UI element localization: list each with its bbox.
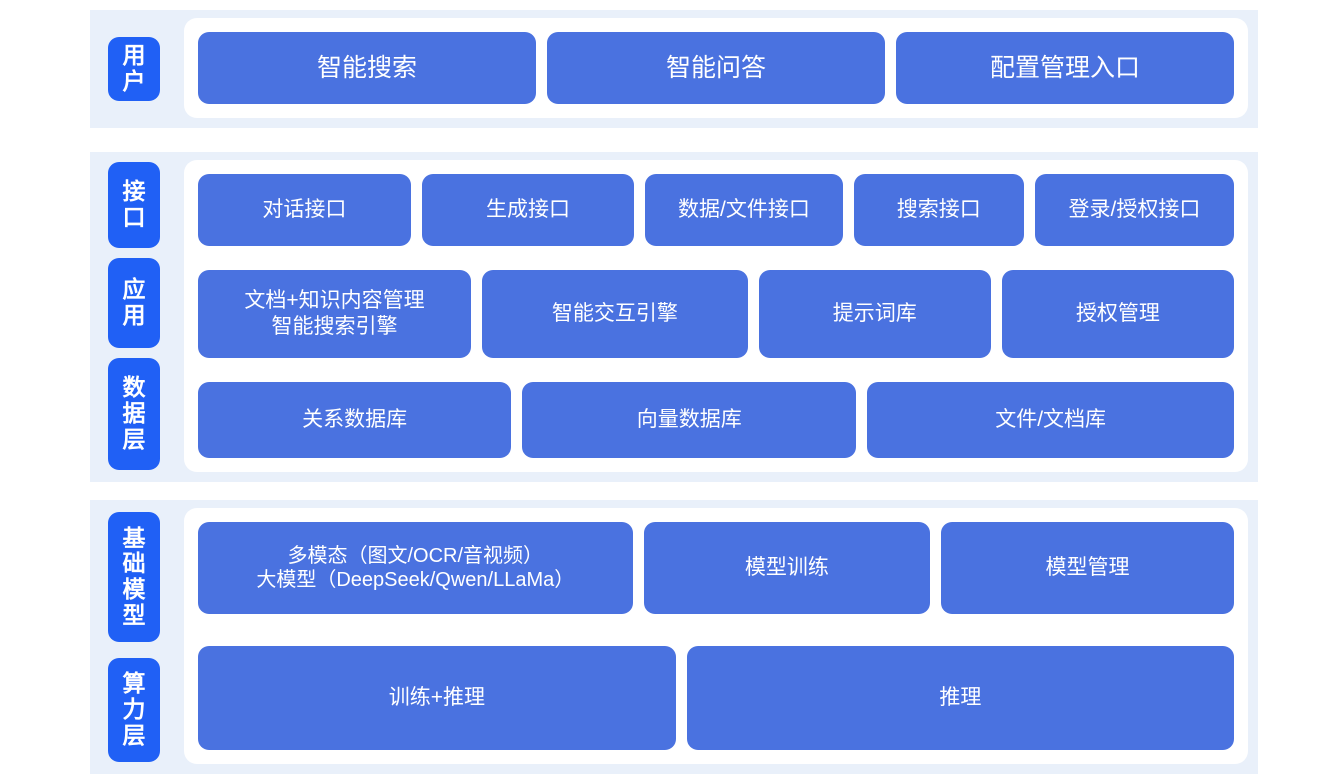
section-user: 用户 智能搜索 智能问答 配置管理入口 bbox=[90, 10, 1258, 128]
box-doc-knowledge-management[interactable]: 文档+知识内容管理 智能搜索引擎 bbox=[198, 270, 471, 358]
row-foundation-model: 多模态（图文/OCR/音视频） 大模型（DeepSeek/Qwen/LLaMa）… bbox=[198, 522, 1234, 614]
box-relational-database[interactable]: 关系数据库 bbox=[198, 382, 512, 458]
layer-label-data: 数据层 bbox=[108, 358, 160, 470]
layer-label-application-text: 应用 bbox=[122, 276, 146, 328]
layer-label-foundation-model: 基础模型 bbox=[108, 512, 160, 642]
label-column-middle: 接口 应用 数据层 bbox=[90, 152, 178, 482]
label-column-user: 用户 bbox=[90, 10, 178, 128]
box-data-file-api[interactable]: 数据/文件接口 bbox=[645, 174, 843, 246]
row-data: 关系数据库 向量数据库 文件/文档库 bbox=[198, 382, 1234, 458]
box-file-document-store[interactable]: 文件/文档库 bbox=[867, 382, 1234, 458]
layer-label-data-text: 数据层 bbox=[122, 374, 146, 452]
layer-label-user: 用户 bbox=[108, 37, 160, 101]
layer-label-user-text: 用户 bbox=[122, 42, 146, 94]
box-intelligent-qa[interactable]: 智能问答 bbox=[547, 32, 885, 104]
layer-label-compute-text: 算力层 bbox=[122, 670, 146, 748]
box-generation-api[interactable]: 生成接口 bbox=[421, 174, 635, 246]
card-base: 多模态（图文/OCR/音视频） 大模型（DeepSeek/Qwen/LLaMa）… bbox=[184, 508, 1248, 764]
box-prompt-library[interactable]: 提示词库 bbox=[758, 270, 991, 358]
row-compute: 训练+推理 推理 bbox=[198, 646, 1234, 750]
layer-label-api-text: 接口 bbox=[122, 178, 146, 230]
box-dialog-api[interactable]: 对话接口 bbox=[198, 174, 411, 246]
layer-label-application: 应用 bbox=[108, 258, 160, 348]
row-api: 对话接口 生成接口 数据/文件接口 搜索接口 登录/授权接口 bbox=[198, 174, 1235, 246]
box-login-auth-api[interactable]: 登录/授权接口 bbox=[1034, 174, 1235, 246]
section-base: 基础模型 算力层 多模态（图文/OCR/音视频） 大模型（DeepSeek/Qw… bbox=[90, 500, 1258, 774]
box-config-management-entry[interactable]: 配置管理入口 bbox=[896, 32, 1234, 104]
box-search-api[interactable]: 搜索接口 bbox=[853, 174, 1024, 246]
box-inference[interactable]: 推理 bbox=[686, 646, 1234, 750]
label-column-base: 基础模型 算力层 bbox=[90, 500, 178, 774]
card-user: 智能搜索 智能问答 配置管理入口 bbox=[184, 18, 1248, 118]
box-model-training[interactable]: 模型训练 bbox=[643, 522, 931, 614]
layer-label-compute: 算力层 bbox=[108, 658, 160, 762]
row-user-entries: 智能搜索 智能问答 配置管理入口 bbox=[198, 32, 1234, 104]
box-intelligent-interaction-engine[interactable]: 智能交互引擎 bbox=[481, 270, 748, 358]
box-vector-database[interactable]: 向量数据库 bbox=[522, 382, 857, 458]
box-model-management[interactable]: 模型管理 bbox=[941, 522, 1234, 614]
layer-label-foundation-model-text: 基础模型 bbox=[122, 524, 146, 628]
box-multimodal-large-model[interactable]: 多模态（图文/OCR/音视频） 大模型（DeepSeek/Qwen/LLaMa） bbox=[198, 522, 633, 614]
section-middle: 接口 应用 数据层 对话接口 生成接口 数据/文件接口 搜索接口 登录/授权接口… bbox=[90, 152, 1258, 482]
box-intelligent-search[interactable]: 智能搜索 bbox=[198, 32, 536, 104]
row-application: 文档+知识内容管理 智能搜索引擎 智能交互引擎 提示词库 授权管理 bbox=[198, 270, 1235, 358]
card-middle: 对话接口 生成接口 数据/文件接口 搜索接口 登录/授权接口 文档+知识内容管理… bbox=[184, 160, 1248, 472]
box-authorization-management[interactable]: 授权管理 bbox=[1001, 270, 1235, 358]
box-training-inference[interactable]: 训练+推理 bbox=[198, 646, 676, 750]
layer-label-api: 接口 bbox=[108, 162, 160, 248]
